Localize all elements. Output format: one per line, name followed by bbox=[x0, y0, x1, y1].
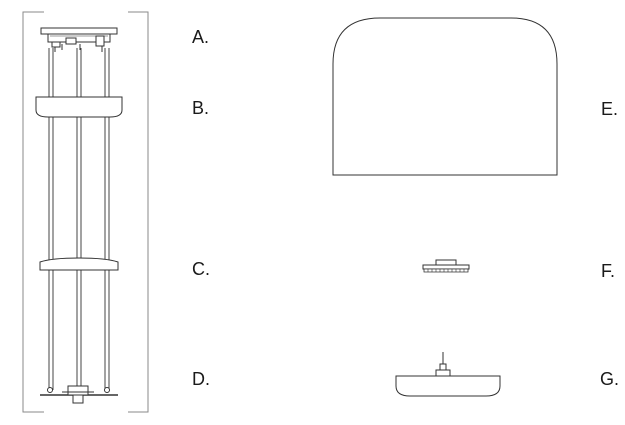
label-c: C. bbox=[192, 259, 210, 279]
part-c-shade bbox=[39, 257, 119, 271]
part-b-shade bbox=[35, 96, 123, 118]
label-b: B. bbox=[192, 98, 210, 118]
label-e: E. bbox=[601, 99, 619, 119]
part-g-shade bbox=[395, 352, 501, 397]
part-f-disc bbox=[422, 259, 470, 273]
part-a-canopy bbox=[40, 27, 118, 52]
suspension-cables bbox=[48, 48, 110, 392]
assembly-bracket bbox=[22, 11, 149, 413]
label-g: G. bbox=[600, 369, 620, 389]
label-d: D. bbox=[192, 369, 210, 389]
part-e-panel bbox=[332, 17, 558, 176]
label-a: A. bbox=[192, 27, 210, 47]
part-d-bottom-fitting bbox=[40, 385, 118, 404]
label-f: F. bbox=[601, 261, 616, 281]
